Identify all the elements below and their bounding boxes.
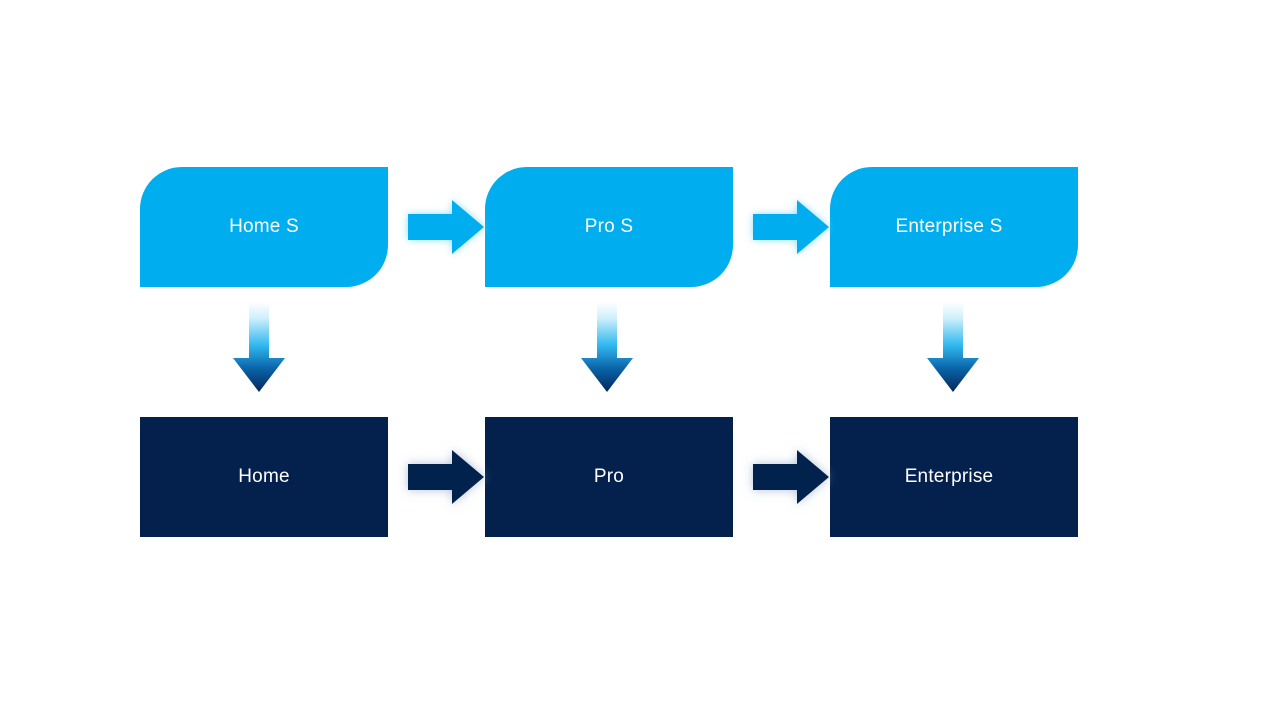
arrow-right-icon <box>408 200 484 254</box>
connector-pro-s-to-enterprise-s <box>745 192 837 262</box>
connector-home-to-pro <box>398 442 490 512</box>
node-enterprise-s[interactable]: Enterprise S <box>830 167 1078 287</box>
connector-home-s-to-home <box>224 302 294 398</box>
arrow-right-icon <box>408 450 484 504</box>
node-pro[interactable]: Pro <box>485 417 733 537</box>
node-pro-s[interactable]: Pro S <box>485 167 733 287</box>
connector-pro-s-to-pro <box>572 302 642 398</box>
connector-pro-to-enterprise <box>743 442 835 512</box>
node-home-label: Home <box>238 465 290 487</box>
connector-home-s-to-pro-s <box>400 192 492 262</box>
node-enterprise[interactable]: Enterprise <box>830 417 1078 537</box>
arrow-down-icon <box>927 302 979 392</box>
node-enterprise-s-label: Enterprise S <box>895 215 1003 237</box>
node-home-s-label: Home S <box>229 215 299 237</box>
connector-enterprise-s-to-enterprise <box>918 302 988 398</box>
node-home-s[interactable]: Home S <box>140 167 388 287</box>
arrow-down-icon <box>233 302 285 392</box>
node-pro-label: Pro <box>593 465 625 487</box>
arrow-right-icon <box>753 200 829 254</box>
arrow-down-icon <box>581 302 633 392</box>
node-enterprise-label: Enterprise <box>904 465 994 487</box>
arrow-right-icon <box>753 450 829 504</box>
node-home[interactable]: Home <box>140 417 388 537</box>
node-pro-s-label: Pro S <box>584 215 634 237</box>
